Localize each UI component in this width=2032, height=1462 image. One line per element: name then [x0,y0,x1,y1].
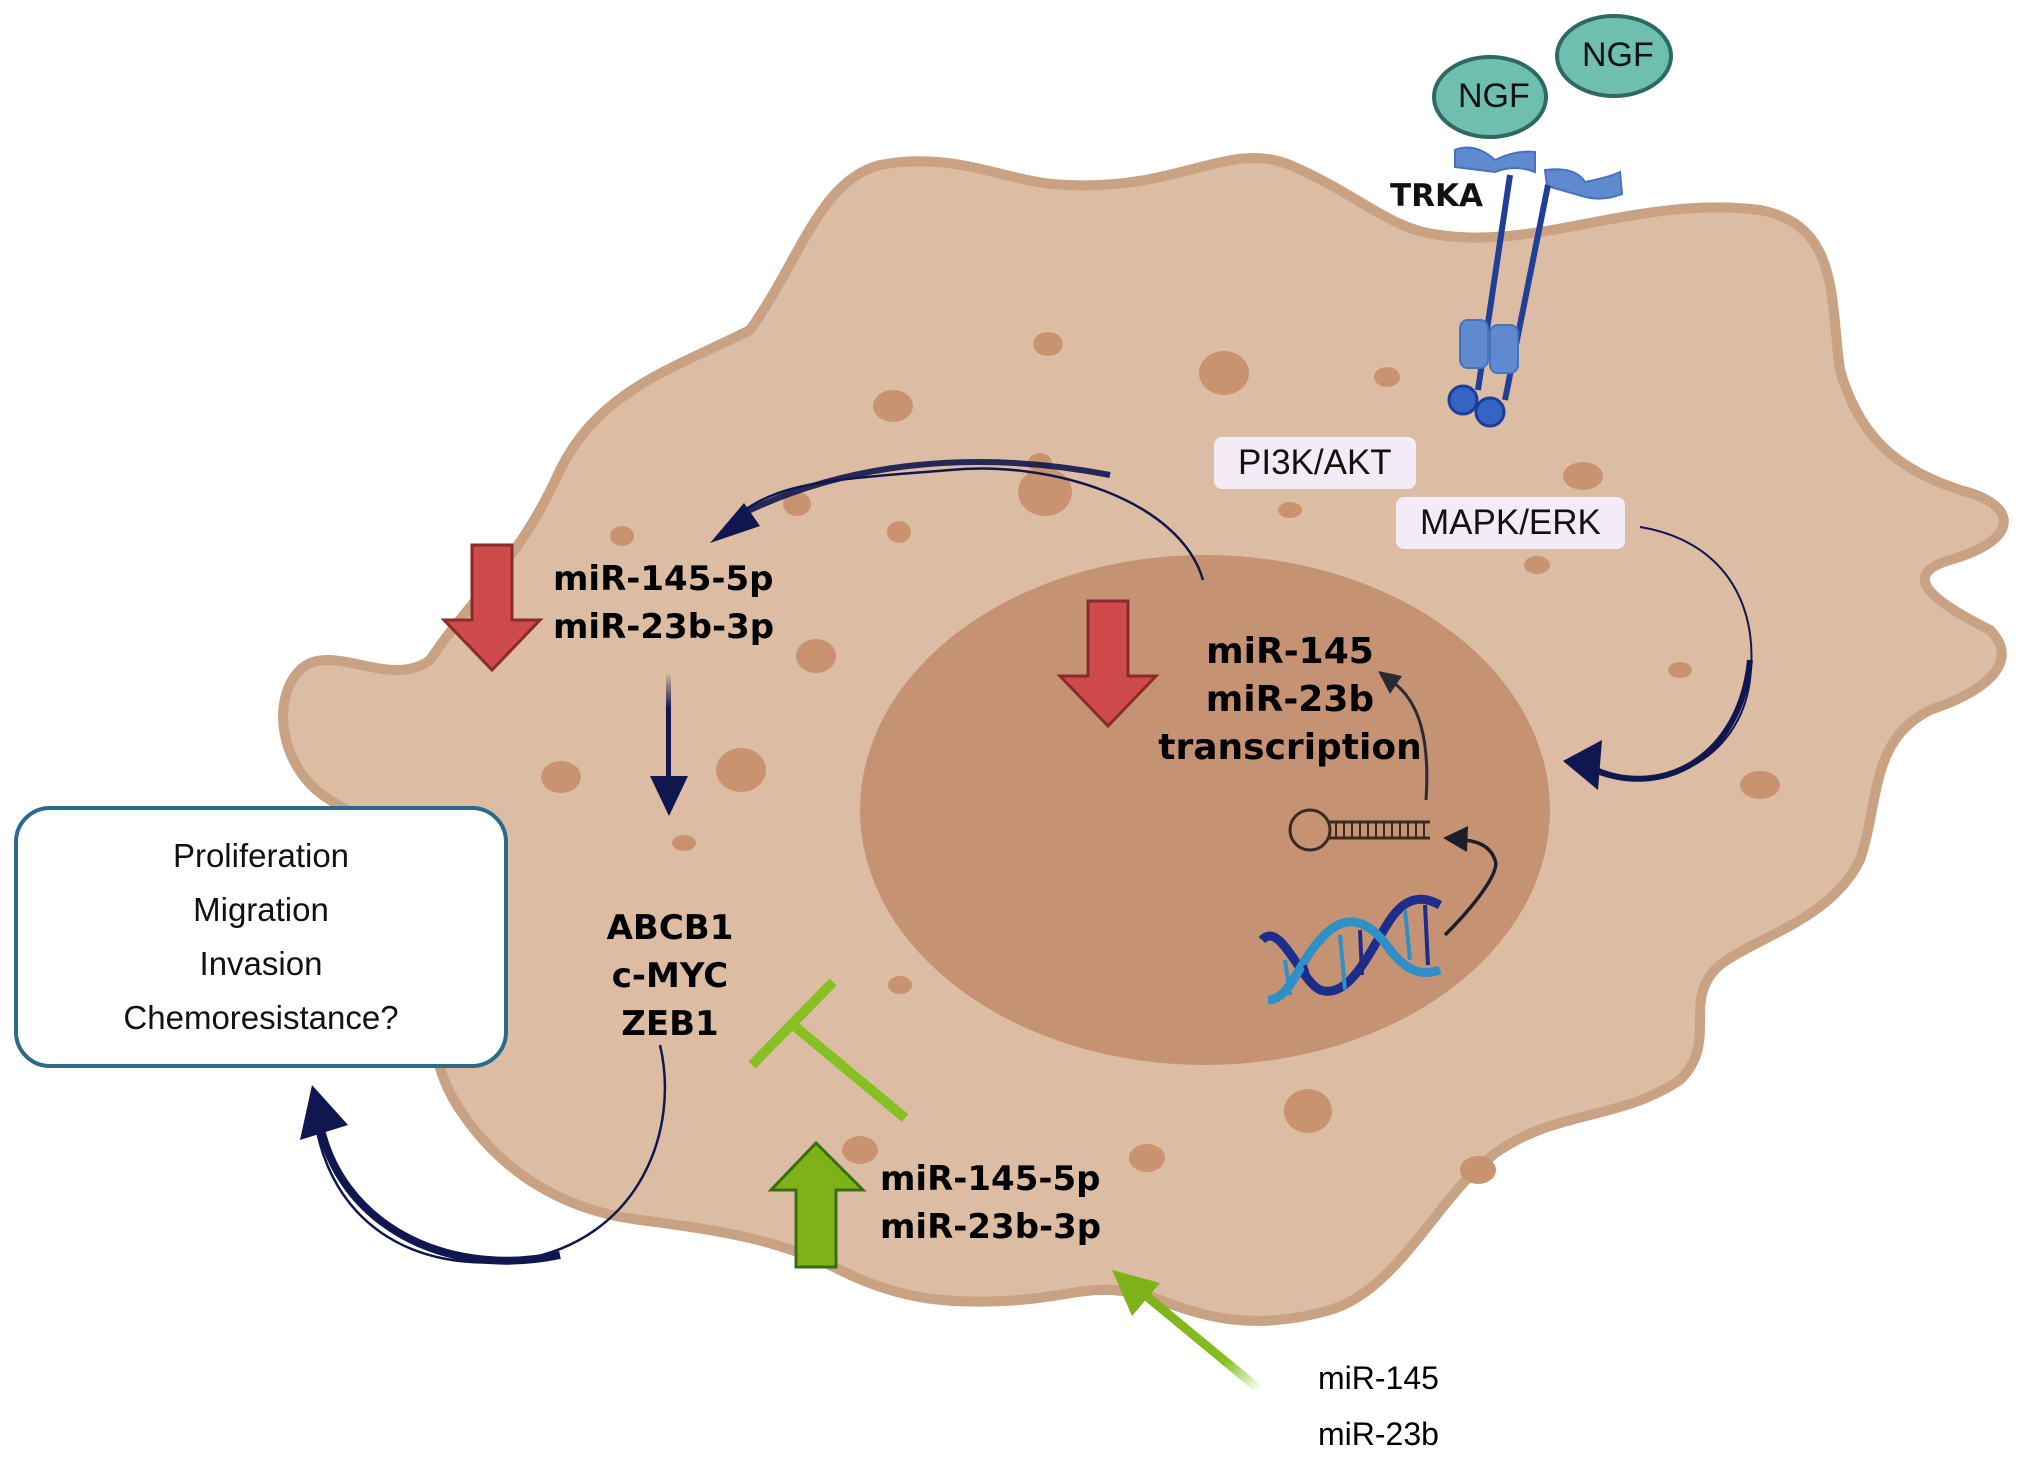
ngf-label-1: NGF [1458,77,1530,115]
nucleus-line: miR-145 [1206,631,1374,672]
outcomes-box: Proliferation Migration Invasion Chemore… [14,806,508,1068]
pre-mirna-hairpin-icon [1288,808,1430,852]
nucleus-line: miR-23b [1205,679,1375,720]
uptake-arrow [1142,1291,1263,1394]
down-arrow-cytoplasm [440,543,544,673]
nucleus-line: transcription [1158,727,1422,768]
target-gene: c-MYC [611,956,729,996]
mirna-label: miR-145-5p [553,559,774,599]
target-gene: ZEB1 [621,1004,719,1044]
cytoplasmic-granules [541,332,1780,1184]
target-genes-label: ABCB1 c-MYC ZEB1 [580,904,760,1048]
up-arrow-cytoplasm [767,1140,867,1269]
dna-helix-icon [1258,894,1443,1005]
phospho-site-2 [1474,396,1506,428]
target-gene: ABCB1 [606,908,734,948]
outcome-item: Migration [193,891,329,928]
transcription-arrow [1443,838,1498,937]
outcome-item: Invasion [199,945,323,982]
ngf-ligand-2 [1555,14,1673,98]
down-arrow-nucleus [1056,599,1160,729]
outcome-item: Proliferation [172,837,350,874]
ngf-label-2: NGF [1582,36,1654,74]
external-mirna-label: miR-145 miR-23b [1318,1350,1439,1462]
mirna-label: miR-23b-3p [880,1207,1102,1247]
trka-label: TRKA [1390,178,1484,214]
export-arrow [718,467,1205,581]
trka-receptor-icon [1447,146,1624,428]
downstream-arrow [666,672,671,777]
pathway-pi3k-akt: PI3K/AKT [1214,437,1416,489]
phospho-site-1 [1447,384,1479,416]
maturation-arrow [1389,678,1429,801]
pathway-mapk-erk: MAPK/ERK [1396,497,1625,549]
cytoplasm-mirna-up-label: miR-145-5p miR-23b-3p [880,1155,1101,1251]
mirna-label: miR-23b-3p [553,607,775,647]
external-mirna: miR-145 [1318,1360,1439,1396]
nucleus-transcription-label: miR-145 miR-23b transcription [1145,628,1435,772]
outcome-item: Chemoresistance? [123,999,399,1036]
external-mirna: miR-23b [1318,1416,1439,1452]
cytoplasm-mirna-down-label: miR-145-5p miR-23b-3p [553,555,774,651]
ngf-ligand-1 [1432,55,1548,139]
mirna-label: miR-145-5p [880,1159,1101,1199]
inhibition-bar [748,978,909,1122]
